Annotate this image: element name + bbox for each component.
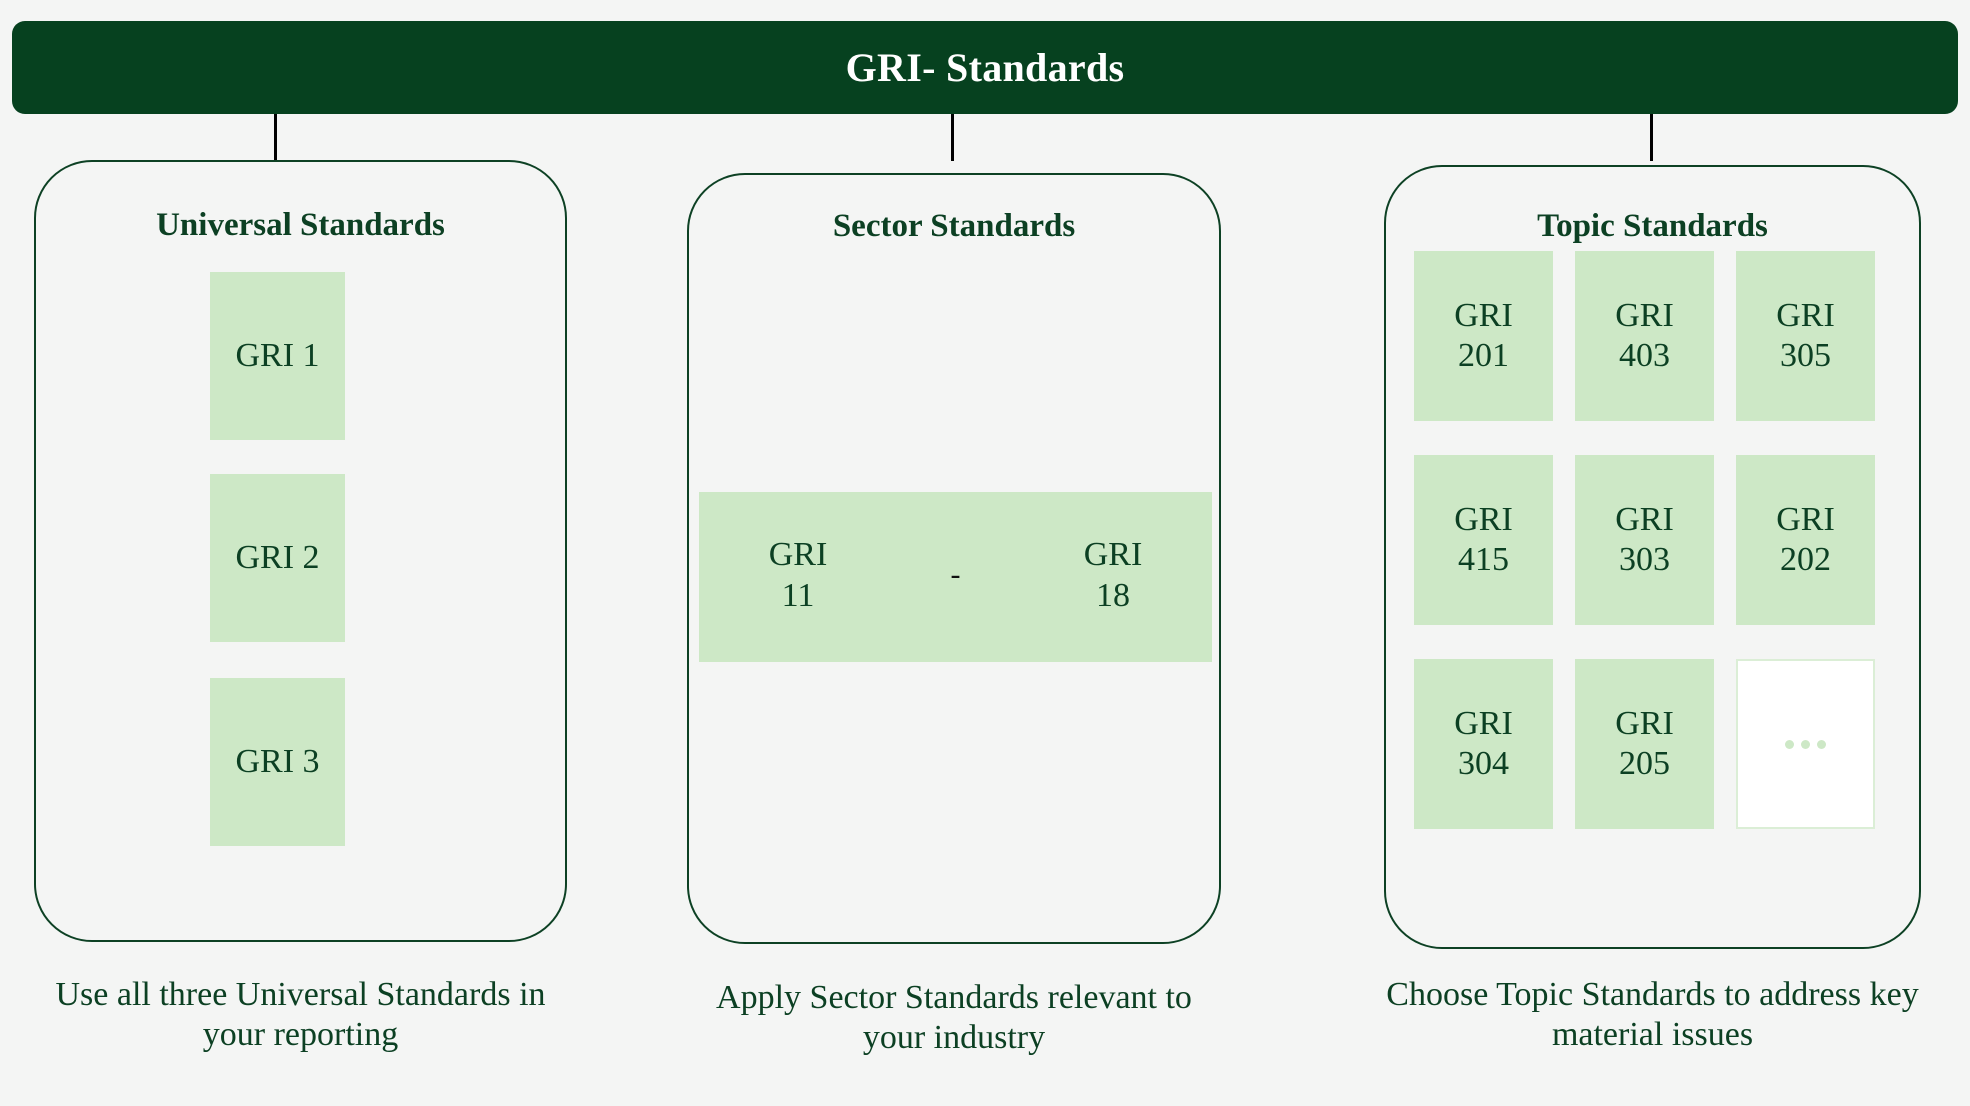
chip-label-line1: GRI: [1615, 704, 1674, 742]
chip-gri-305[interactable]: GRI 305: [1736, 251, 1875, 421]
topic-standards-grid: GRI 201 GRI 403 GRI 305 GRI 415 GRI: [1414, 251, 1894, 829]
chip-label-line2: 201: [1458, 337, 1509, 374]
chip-gri-303[interactable]: GRI 303: [1575, 455, 1714, 625]
chip-label-line2: 304: [1458, 745, 1509, 782]
sector-range-end: GRI 18: [1038, 535, 1188, 617]
chip-label: GRI 3: [235, 742, 320, 780]
chip-label-line1: GRI: [1615, 296, 1674, 334]
chip-label-line1: GRI: [1615, 500, 1674, 538]
chip-label-line1: GRI: [1454, 704, 1513, 742]
caption-sector-standards: Apply Sector Standards relevant to your …: [716, 979, 1192, 1057]
chip-label-line2: 403: [1619, 337, 1670, 374]
panel-topic-standards: Topic Standards GRI 201 GRI 403 GRI 305 …: [1384, 165, 1921, 949]
chip-label: GRI 1: [235, 336, 320, 374]
sector-range-start: GRI 11: [723, 535, 873, 617]
chip-gri-sector-range[interactable]: GRI 11 - GRI 18: [699, 492, 1212, 662]
chip-label-line2: 202: [1780, 541, 1831, 578]
chip-gri-403[interactable]: GRI 403: [1575, 251, 1714, 421]
chip-gri-2[interactable]: GRI 2: [210, 474, 345, 642]
chip-gri-3[interactable]: GRI 3: [210, 678, 345, 846]
page-title: GRI- Standards: [845, 44, 1125, 90]
sector-range-start-line2: 11: [781, 576, 815, 614]
connector-line-universal: [274, 114, 277, 161]
connector-line-topic: [1650, 114, 1653, 161]
chip-gri-205[interactable]: GRI 205: [1575, 659, 1714, 829]
chip-label-line2: 205: [1619, 745, 1670, 782]
chip-gri-1[interactable]: GRI 1: [210, 272, 345, 440]
chip-label-line2: 415: [1458, 541, 1509, 578]
chip-label-line1: GRI: [1454, 296, 1513, 334]
sector-range-separator: -: [950, 558, 961, 591]
gri-standards-header-bar: GRI- Standards: [12, 21, 1958, 114]
ellipsis-icon: [1785, 739, 1826, 749]
chip-gri-415[interactable]: GRI 415: [1414, 455, 1553, 625]
panel-title-sector: Sector Standards: [832, 208, 1076, 244]
connector-line-sector: [951, 114, 954, 161]
sector-range-start-line1: GRI: [768, 536, 828, 573]
chip-more-topic-standards[interactable]: [1736, 659, 1875, 829]
caption-universal-standards: Use all three Universal Standards in you…: [55, 976, 546, 1054]
panel-universal-standards: Universal Standards GRI 1 GRI 2 GRI 3: [34, 160, 567, 942]
chip-gri-304[interactable]: GRI 304: [1414, 659, 1553, 829]
chip-label-line1: GRI: [1776, 500, 1835, 538]
caption-topic-standards: Choose Topic Standards to address key ma…: [1386, 976, 1919, 1054]
chip-gri-201[interactable]: GRI 201: [1414, 251, 1553, 421]
sector-range-end-line1: GRI: [1083, 536, 1143, 573]
chip-label-line2: 303: [1619, 541, 1670, 578]
panel-sector-standards: Sector Standards GRI 11 - GRI 18: [687, 173, 1221, 944]
chip-label-line1: GRI: [1454, 500, 1513, 538]
chip-label: GRI 2: [235, 538, 320, 576]
sector-range-end-line2: 18: [1096, 576, 1130, 614]
panel-title-universal: Universal Standards: [156, 207, 445, 243]
panel-title-topic: Topic Standards: [1537, 208, 1768, 244]
chip-label-line2: 305: [1780, 337, 1831, 374]
chip-gri-202[interactable]: GRI 202: [1736, 455, 1875, 625]
chip-label-line1: GRI: [1776, 296, 1835, 334]
